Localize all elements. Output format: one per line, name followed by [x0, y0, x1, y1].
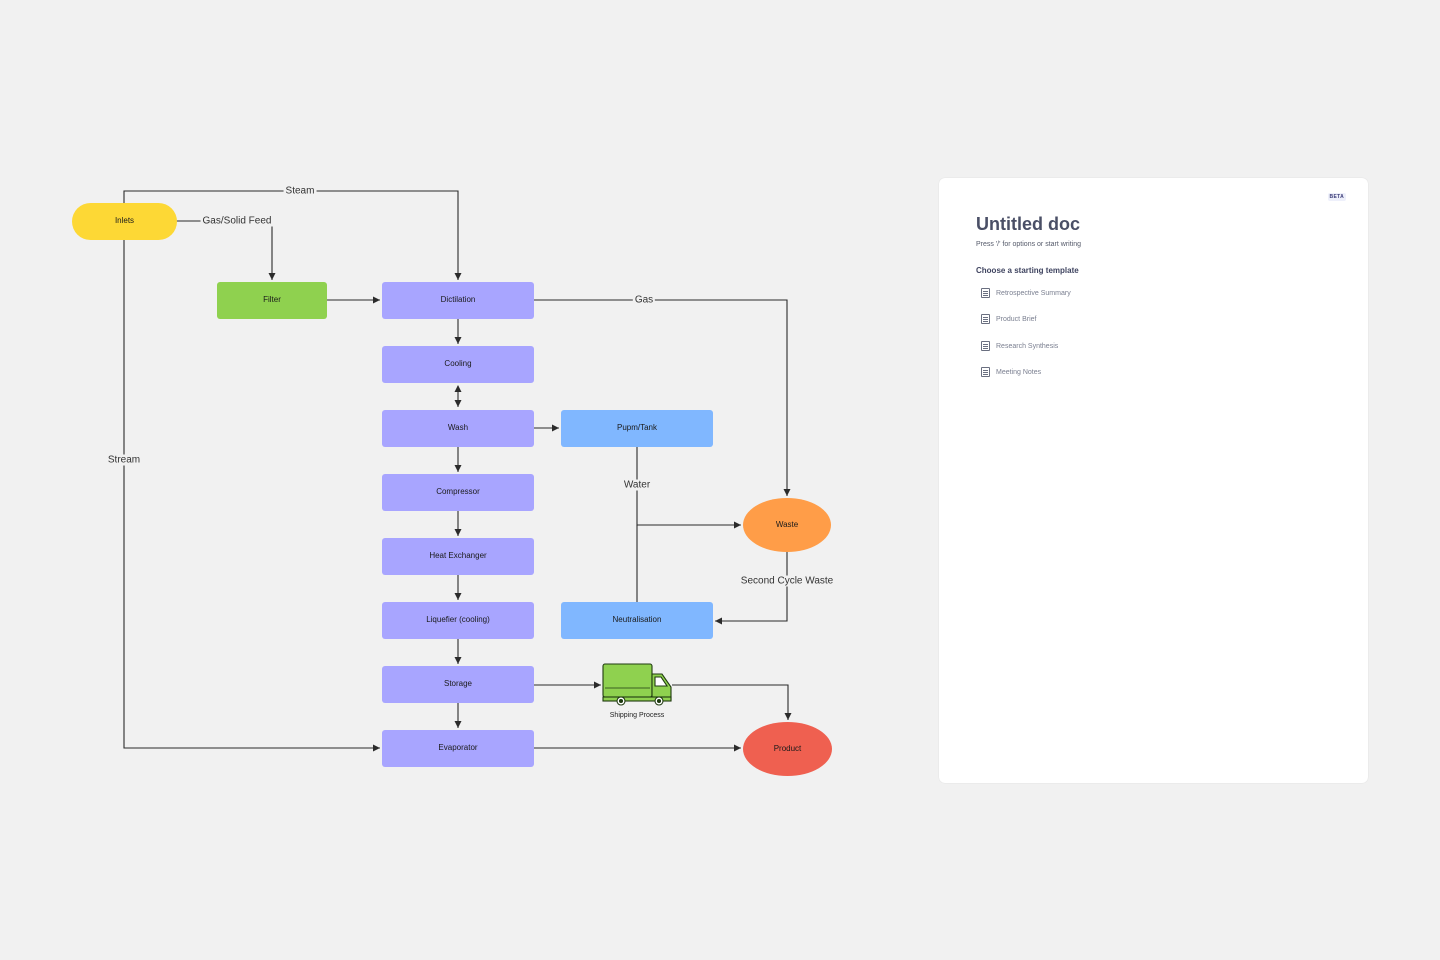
- node-inlets[interactable]: Inlets: [72, 203, 177, 240]
- node-pump-tank[interactable]: Pupm/Tank: [561, 410, 713, 447]
- node-compressor[interactable]: Compressor: [382, 474, 534, 511]
- doc-title[interactable]: Untitled doc: [976, 214, 1080, 234]
- template-retrospective-summary[interactable]: Retrospective Summary: [981, 288, 1071, 298]
- doc-hint: Press '/' for options or start writing: [976, 241, 1081, 248]
- edge-label-stream: Stream: [105, 454, 143, 466]
- document-icon: [981, 288, 990, 298]
- node-waste[interactable]: Waste: [743, 498, 831, 552]
- doc-panel[interactable]: BETA Untitled doc Press '/' for options …: [939, 178, 1368, 783]
- node-wash[interactable]: Wash: [382, 410, 534, 447]
- edge-label-water: Water: [621, 479, 653, 491]
- template-label: Product Brief: [996, 315, 1037, 323]
- edge-second-cycle-waste: [715, 552, 788, 625]
- shipping-process-label: Shipping Process: [609, 712, 665, 719]
- template-label: Meeting Notes: [996, 368, 1042, 376]
- node-evaporator[interactable]: Evaporator: [382, 730, 534, 767]
- edge-label-steam: Steam: [283, 185, 317, 197]
- edge-water: [636, 447, 741, 529]
- document-icon: [981, 314, 990, 324]
- node-liquefier[interactable]: Liquefier (cooling): [382, 602, 534, 639]
- edge-gas-solid-feed: [176, 220, 276, 280]
- node-distillation[interactable]: Dictilation: [382, 282, 534, 319]
- node-storage[interactable]: Storage: [382, 666, 534, 703]
- node-heat-exchanger[interactable]: Heat Exchanger: [382, 538, 534, 575]
- edge-label-second-cycle-waste: Second Cycle Waste: [738, 575, 836, 587]
- node-cooling[interactable]: Cooling: [382, 346, 534, 383]
- edge-stream: [123, 240, 380, 752]
- template-meeting-notes[interactable]: Meeting Notes: [981, 367, 1041, 377]
- node-neutralisation[interactable]: Neutralisation: [561, 602, 713, 639]
- document-icon: [981, 341, 990, 351]
- node-product[interactable]: Product: [743, 722, 832, 776]
- beta-badge: BETA: [1327, 193, 1346, 201]
- edge-label-gas-solid-feed: Gas/Solid Feed: [200, 215, 274, 227]
- template-label: Research Synthesis: [996, 342, 1059, 350]
- template-research-synthesis[interactable]: Research Synthesis: [981, 341, 1058, 351]
- edge-steam: [123, 190, 462, 280]
- document-icon: [981, 367, 990, 377]
- node-filter[interactable]: Filter: [217, 282, 327, 319]
- truck-icon: [602, 663, 672, 706]
- edge-label-gas: Gas: [632, 294, 656, 306]
- template-product-brief[interactable]: Product Brief: [981, 314, 1036, 324]
- edge-truck-product: [672, 684, 792, 720]
- templates-heading: Choose a starting template: [976, 266, 1079, 275]
- edge-gas: [534, 299, 791, 496]
- template-label: Retrospective Summary: [996, 289, 1071, 297]
